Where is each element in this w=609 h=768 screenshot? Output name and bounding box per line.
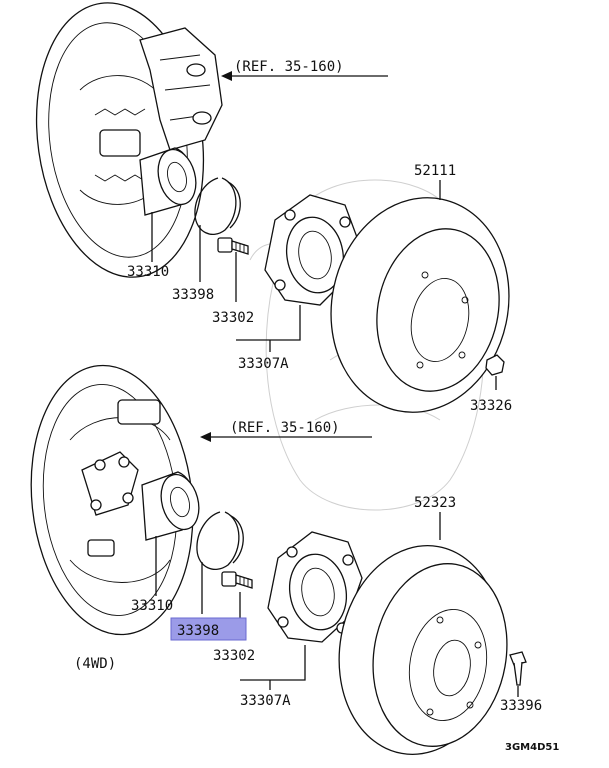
ref-arrow-bottom bbox=[200, 432, 372, 442]
label-52111: 52111 bbox=[414, 163, 456, 179]
label-52323: 52323 bbox=[414, 495, 456, 511]
brake-drum-bottom bbox=[338, 545, 508, 755]
label-33398-bottom: 33398 bbox=[177, 623, 219, 639]
ref-arrow-top bbox=[221, 71, 388, 81]
hub-bolt-bottom bbox=[221, 571, 253, 589]
label-33307A-bottom: 33307A bbox=[240, 693, 291, 709]
variant-label: (4WD) bbox=[74, 656, 116, 672]
label-33398-top: 33398 bbox=[172, 287, 214, 303]
hub-flange-top bbox=[264, 194, 359, 306]
brake-drum-top bbox=[330, 197, 510, 413]
snap-ring-bottom bbox=[196, 511, 244, 570]
label-33302-top: 33302 bbox=[212, 310, 254, 326]
label-33310-top: 33310 bbox=[127, 264, 169, 280]
label-33302-bottom: 33302 bbox=[213, 648, 255, 664]
caliper-top bbox=[139, 27, 223, 151]
hub-bearing-bottom bbox=[141, 471, 200, 541]
snap-ring-top bbox=[194, 177, 241, 235]
label-33396: 33396 bbox=[500, 698, 542, 714]
drum-screw-bottom bbox=[509, 651, 527, 686]
label-33307A-top: 33307A bbox=[238, 356, 289, 372]
label-33310-bottom: 33310 bbox=[131, 598, 173, 614]
hub-nut-top bbox=[485, 354, 505, 376]
leaders-top bbox=[151, 180, 497, 390]
highlight-33398 bbox=[170, 617, 247, 641]
drawing-code: 3GM4D51 bbox=[505, 742, 559, 753]
ref-label-top: (REF. 35-160) bbox=[234, 59, 344, 75]
label-33326: 33326 bbox=[470, 398, 512, 414]
hub-bearing-top bbox=[139, 147, 197, 216]
hub-bolt-top bbox=[217, 237, 249, 255]
hub-flange-bottom bbox=[267, 531, 363, 643]
ref-label-bottom: (REF. 35-160) bbox=[230, 420, 340, 436]
